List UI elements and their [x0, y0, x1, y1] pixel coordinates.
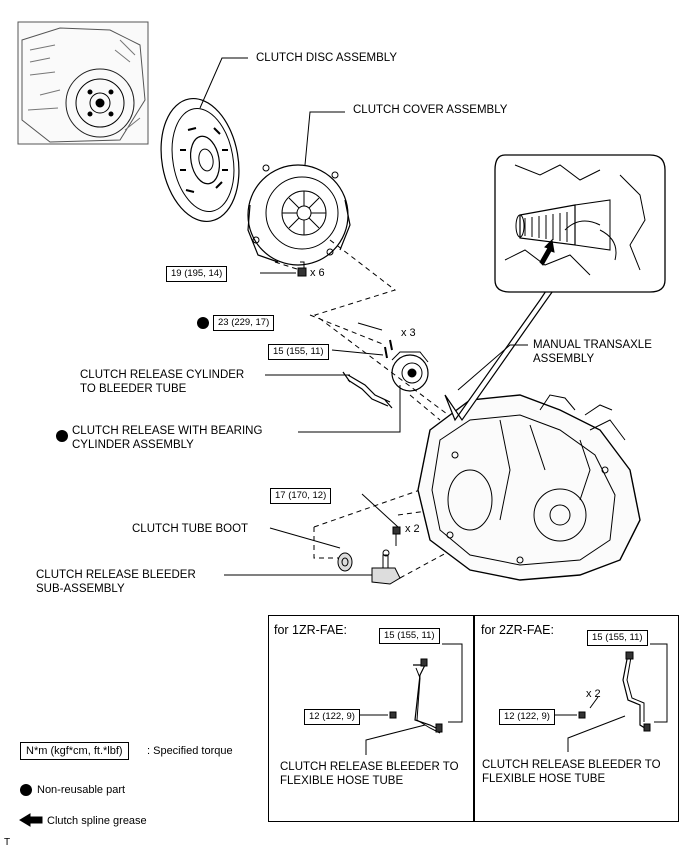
label-release-cylinder-tube-line1: CLUTCH RELEASE CYLINDER [80, 369, 245, 381]
label-bleeder-sub-line2: SUB-ASSEMBLY [36, 583, 125, 595]
bleeder-sub-assembly-illustration [371, 549, 401, 585]
spline-detail-inset [494, 154, 666, 293]
engine-flywheel-illustration [17, 21, 149, 145]
inset-2zr-drawing [553, 643, 668, 752]
label-tube-boot: CLUTCH TUBE BOOT [132, 523, 249, 535]
inset-1zr-torque-top: 15 (155, 11) [379, 628, 440, 644]
bleeder-bolt-illustration [392, 526, 401, 546]
inset-1zr-torque-left: 12 (122, 9) [304, 709, 360, 725]
label-release-bearing-line1: CLUTCH RELEASE WITH BEARING [72, 425, 263, 437]
cover-bolt-illustration [297, 261, 307, 277]
torque-tube-nut: 15 (155, 11) [268, 344, 329, 360]
footer-mark: T [4, 837, 11, 848]
cover-bolt-count: x 6 [310, 267, 325, 279]
label-bleeder-sub-line1: CLUTCH RELEASE BLEEDER [36, 569, 196, 581]
inset-1zr-frame [268, 615, 475, 822]
inset-1zr-label-line1: CLUTCH RELEASE BLEEDER TO [280, 761, 459, 773]
legend-grease-arrow-icon [19, 813, 43, 827]
torque-release-bolts: 23 (229, 17) [213, 315, 275, 331]
inset-2zr-torque-top: 15 (155, 11) [587, 630, 648, 646]
label-release-bearing-line2: CYLINDER ASSEMBLY [72, 439, 194, 451]
non-reusable-marker-icon [56, 430, 68, 442]
torque-cover-bolts: 19 (195, 14) [166, 266, 228, 282]
clutch-cover-illustration [247, 164, 351, 266]
torque-bleeder-bolts: 17 (170, 12) [270, 488, 332, 504]
non-reusable-marker-icon [197, 317, 209, 329]
tube-boot-illustration [337, 552, 353, 572]
label-transaxle-line1: MANUAL TRANSAXLE [533, 339, 652, 351]
label-transaxle-line2: ASSEMBLY [533, 353, 595, 365]
release-bolt-count: x 3 [401, 327, 416, 339]
manual-transaxle-illustration [417, 394, 641, 581]
inset-1zr-title: for 1ZR-FAE: [274, 623, 347, 637]
legend-torque-box: N*m (kgf*cm, ft.*lbf) [20, 742, 129, 760]
inset-2zr-title: for 2ZR-FAE: [481, 623, 554, 637]
inset-2zr-torque-left: 12 (122, 9) [499, 709, 555, 725]
legend-grease-text: Clutch spline grease [47, 815, 147, 827]
bleeder-bolt-count: x 2 [405, 523, 420, 535]
legend-non-reusable-icon [20, 784, 32, 796]
inset-2zr-label-line1: CLUTCH RELEASE BLEEDER TO [482, 759, 661, 771]
clutch-disc-illustration [160, 97, 240, 223]
inset-1zr-label-line2: FLEXIBLE HOSE TUBE [280, 775, 404, 787]
label-clutch-cover: CLUTCH COVER ASSEMBLY [353, 104, 508, 116]
label-release-cylinder-tube-line2: TO BLEEDER TUBE [80, 383, 187, 395]
label-clutch-disc: CLUTCH DISC ASSEMBLY [256, 52, 398, 64]
inset-1zr-drawing [358, 643, 463, 755]
legend-torque-desc: : Specified torque [147, 745, 233, 757]
release-bearing-cylinder-illustration [384, 339, 429, 392]
inset-2zr-label-line2: FLEXIBLE HOSE TUBE [482, 773, 606, 785]
legend-non-reusable-text: Non-reusable part [37, 784, 126, 796]
inset-2zr-frame [473, 615, 679, 822]
inset-2zr-count: x 2 [586, 688, 601, 700]
release-cylinder-tube-illustration [342, 371, 393, 409]
grease-arrow-icon [539, 238, 555, 266]
